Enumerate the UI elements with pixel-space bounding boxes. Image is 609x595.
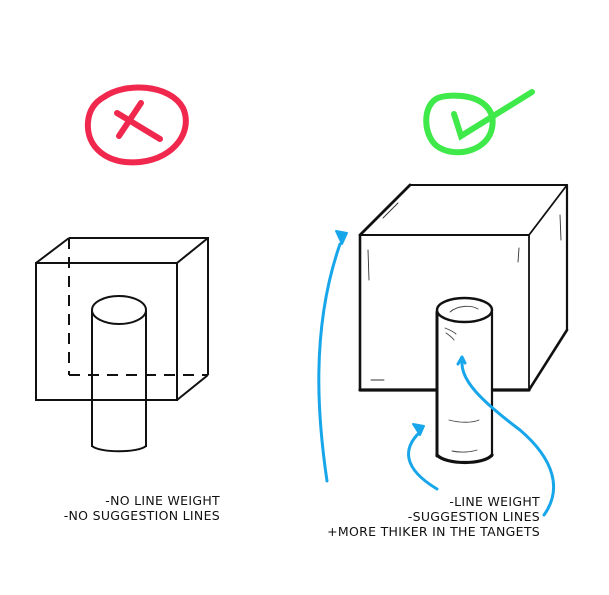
note-thicker-tangents: +MORE THIKER IN THE TANGETS — [327, 524, 540, 539]
note-no-line-weight: -NO LINE WEIGHT — [105, 493, 220, 508]
good-example-notes: -LINE WEIGHT -SUGGESTION LINES +MORE THI… — [327, 494, 540, 539]
note-line-weight: -LINE WEIGHT — [449, 494, 540, 509]
weighted-cylinder — [435, 296, 494, 465]
weighted-cube — [358, 183, 569, 392]
bad-example-notes: -NO LINE WEIGHT -NO SUGGESTION LINES — [64, 493, 220, 523]
wireframe-cylinder — [91, 295, 147, 453]
green-check-circle-icon — [423, 89, 535, 156]
red-x-circle-icon — [84, 84, 189, 166]
arrow-icons — [317, 230, 556, 517]
note-suggestion-lines: -SUGGESTION LINES — [407, 509, 540, 524]
wireframe-cube — [35, 237, 209, 401]
note-no-suggestion-lines: -NO SUGGESTION LINES — [63, 508, 220, 523]
